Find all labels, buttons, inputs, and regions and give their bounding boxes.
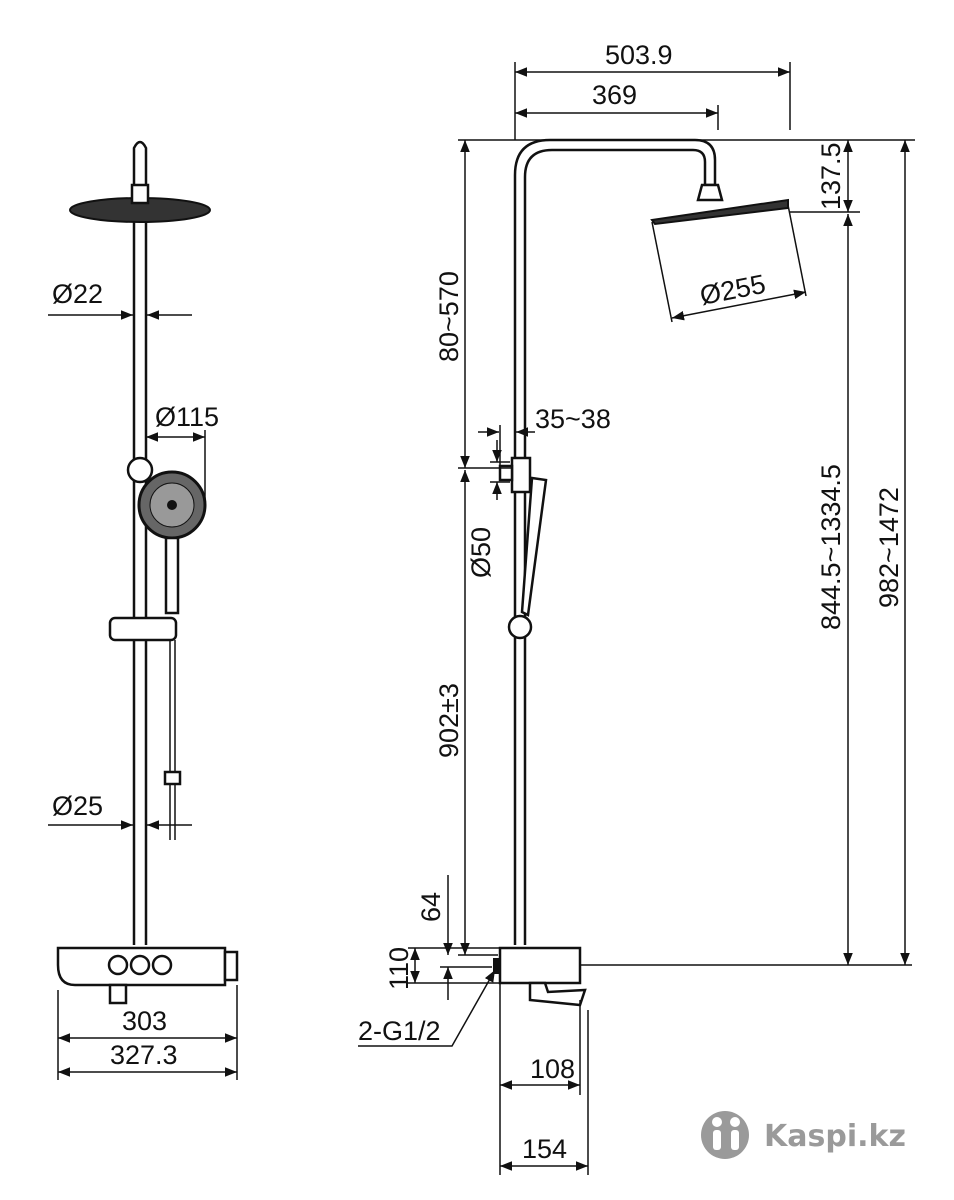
dim-lower-rail-diameter: Ø25 xyxy=(52,791,103,821)
dim-console-width: 303 xyxy=(122,1006,167,1036)
kaspi-watermark: Kaspi.kz xyxy=(701,1111,906,1159)
hose-nut xyxy=(163,770,182,786)
dim-rail-length: 902±3 xyxy=(434,683,464,758)
spout xyxy=(108,983,128,1005)
spout-side xyxy=(528,981,587,1007)
shower-arm xyxy=(513,138,717,945)
dim-total-height: 982~1472 xyxy=(874,487,904,608)
button-3 xyxy=(151,954,173,976)
kaspi-logo-icon xyxy=(701,1111,749,1159)
head-joint xyxy=(696,183,724,202)
dim-holder-diameter: Ø50 xyxy=(466,527,496,578)
dim-wall-offset: 35~38 xyxy=(535,404,611,434)
front-view: Ø22 Ø115 Ø25 303 327.3 xyxy=(48,140,239,1080)
hand-shower-center xyxy=(167,500,177,510)
inlet xyxy=(493,958,501,974)
dim-console-total-width: 327.3 xyxy=(110,1040,178,1070)
dim-console-depth: 108 xyxy=(530,1054,575,1084)
dim-arm-total: 503.9 xyxy=(605,40,673,70)
dim-hand-shower-diameter: Ø115 xyxy=(155,402,219,432)
dim-spout-depth: 154 xyxy=(522,1134,567,1164)
side-view: 503.9 369 137.5 Ø255 80~570 35~38 Ø50 90… xyxy=(358,40,915,1175)
rail-bracket xyxy=(126,456,154,484)
slider-holder xyxy=(108,616,178,642)
slider-side xyxy=(507,614,533,640)
dim-head-height: 844.5~1334.5 xyxy=(816,464,846,630)
rail xyxy=(132,140,148,945)
holder-bracket xyxy=(510,456,532,494)
dim-head-diameter: Ø255 xyxy=(697,269,768,311)
hand-shower-side xyxy=(520,476,548,617)
kaspi-text: Kaspi.kz xyxy=(764,1119,906,1154)
rain-head-side xyxy=(650,198,789,226)
dim-head-drop: 137.5 xyxy=(816,142,846,210)
dim-inlet-thread: 2-G1/2 xyxy=(358,1016,441,1046)
wall-clip xyxy=(498,464,514,482)
hand-shower-handle xyxy=(164,536,180,615)
button-1 xyxy=(107,954,129,976)
dim-adjust-range: 80~570 xyxy=(434,271,464,362)
dim-arm-reach: 369 xyxy=(592,80,637,110)
console-end xyxy=(223,950,239,982)
console-side xyxy=(498,946,582,985)
dim-rail-diameter: Ø22 xyxy=(52,279,103,309)
button-2 xyxy=(129,954,151,976)
dim-inlet-offset: 64 xyxy=(416,892,446,922)
head-connector xyxy=(130,183,150,205)
